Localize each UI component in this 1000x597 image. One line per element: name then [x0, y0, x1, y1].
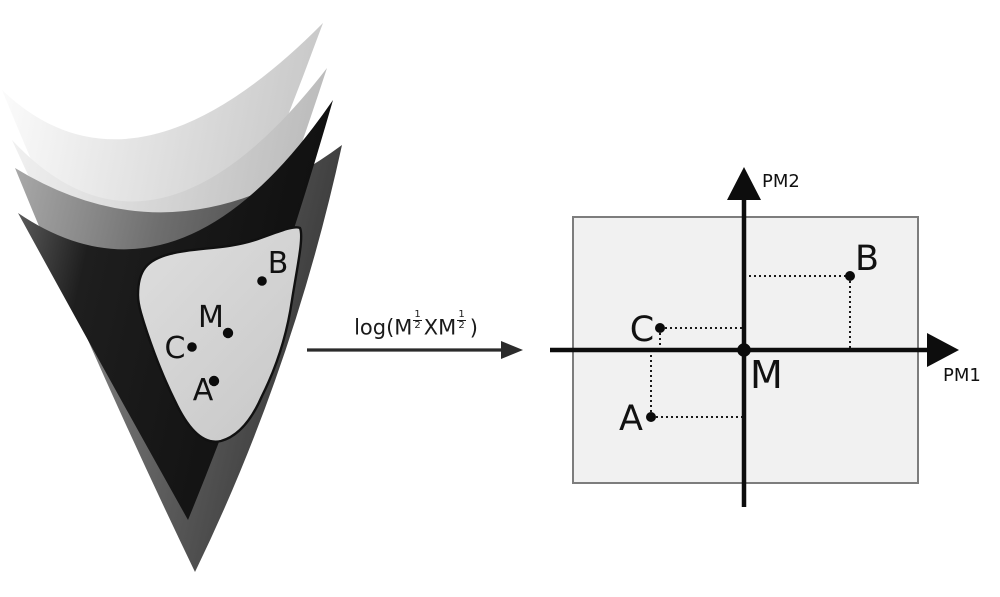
tangent-point-c: [655, 323, 665, 333]
fraction-numerator: 1: [413, 309, 422, 321]
mapping-arrow-head: [501, 341, 523, 359]
tangent-label-b: B: [855, 239, 879, 279]
manifold-label-b: B: [268, 246, 289, 281]
manifold-label-a: A: [193, 373, 214, 408]
formula-prefix: log(M: [354, 315, 413, 340]
tangent-point-a: [646, 412, 656, 422]
x-axis-label: PM1: [943, 365, 981, 386]
fraction-numerator-2: 1: [457, 309, 466, 321]
manifold-point-a: [208, 375, 220, 387]
y-axis-arrowhead: [727, 167, 761, 200]
tangent-label-c: C: [630, 310, 654, 350]
tangent-point-m: [737, 343, 751, 357]
tangent-label-m: M: [750, 353, 783, 397]
manifold-point-b: [257, 276, 267, 286]
tangent-label-a: A: [619, 399, 643, 439]
manifold-label-m: M: [198, 300, 224, 335]
fraction-denominator: 2: [414, 319, 421, 331]
formula-middle: XM: [423, 315, 457, 340]
manifold-label-c: C: [165, 331, 186, 366]
y-axis-label: PM2: [762, 171, 800, 192]
manifold-point-c: [187, 342, 197, 352]
manifold-point-m: [222, 327, 234, 339]
formula-suffix: ): [469, 315, 478, 340]
fraction-denominator-2: 2: [458, 319, 465, 331]
projection-lines: [650, 275, 851, 418]
x-axis-arrowhead: [927, 333, 959, 367]
tangent-point-b: [845, 271, 855, 281]
